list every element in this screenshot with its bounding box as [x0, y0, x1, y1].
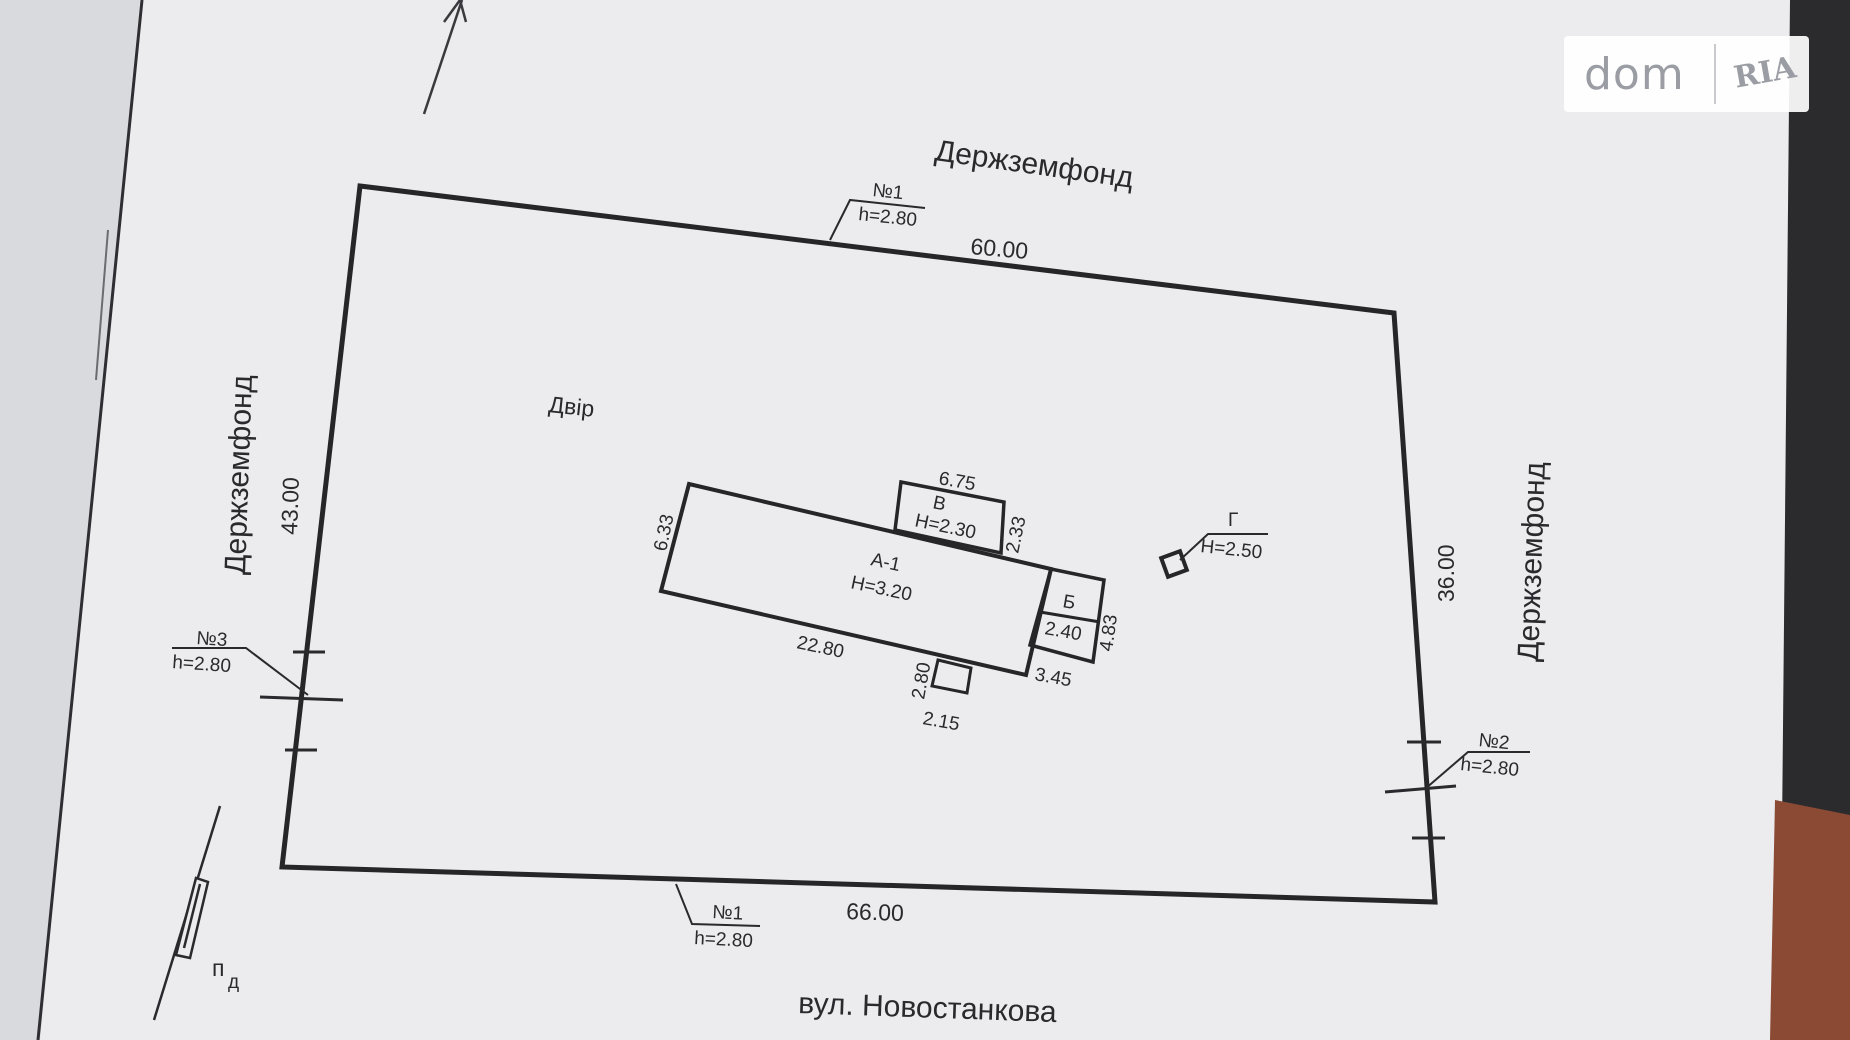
left-side-dimension: 43.00 [276, 477, 304, 535]
marker-top-number: №1 [871, 180, 904, 204]
marker-left-number: №3 [196, 628, 228, 651]
building-v-name: В [931, 492, 948, 515]
porch [930, 658, 973, 695]
east-neighbor-label: Держземфонд [1512, 461, 1552, 662]
marker-bottom-height: h=2.80 [694, 928, 754, 952]
sheet-crease [95, 229, 109, 381]
table-edge [1770, 800, 1850, 1040]
marker-left-height: h=2.80 [172, 652, 232, 677]
watermark-ria-text: RIA [1731, 49, 1799, 96]
building-b-width: 4.83 [1096, 613, 1122, 653]
marker-leaders [172, 198, 1530, 927]
shed-g-icon [1158, 548, 1190, 580]
legend-mark-label: п [212, 955, 224, 981]
building-v [893, 479, 1006, 556]
north-arrow-icon [422, 0, 468, 115]
building-b-name: Б [1061, 591, 1077, 614]
west-neighbor-label: Держземфонд [219, 374, 259, 575]
sheet-border-line [36, 0, 144, 1040]
top-side-dimension: 60.00 [970, 233, 1030, 264]
legend-mark-subscript: д [228, 972, 239, 993]
watermark-divider [1714, 44, 1716, 104]
shed-g-name: Г [1228, 510, 1238, 531]
watermark-dom-text: dom [1584, 48, 1685, 100]
building-b [1027, 566, 1106, 665]
paper-sheet [40, 0, 1790, 1040]
bottom-side-dimension: 66.00 [846, 898, 904, 926]
marker-bottom-number: №1 [712, 902, 744, 925]
legend-entrance-icon [152, 805, 222, 1021]
shed-g-leader [1179, 533, 1268, 561]
building-b-divider [1039, 610, 1101, 624]
plot-boundary [279, 183, 1438, 905]
watermark-logo: dom RIA [1564, 36, 1809, 112]
boundary-ticks [259, 650, 1457, 840]
yard-label: Двір [547, 391, 595, 422]
right-side-dimension: 36.00 [1433, 544, 1459, 602]
background-edge [1780, 0, 1850, 1040]
marker-right-number: №2 [1477, 730, 1510, 754]
building-a1 [658, 481, 1054, 678]
